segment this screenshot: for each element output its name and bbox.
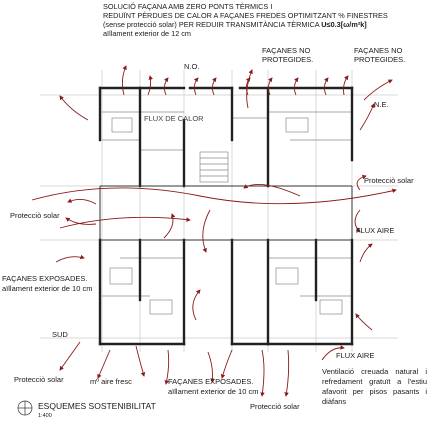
main-walls: [98, 86, 354, 346]
compass-icon: [17, 400, 33, 416]
label-proteccio-solar-bottom: Protecciò solar: [250, 402, 300, 411]
label-aillament-bottom: aïllament exterior de 10 cm: [168, 387, 259, 396]
label-proteccio-solar-bottom-left: Protecciò solar: [14, 375, 64, 384]
label-scale: 1:400: [38, 413, 52, 419]
label-flux-aire-right: FLUX AIRE: [356, 226, 395, 235]
label-sud: SUD: [52, 330, 68, 339]
label-ne: N.E.: [374, 100, 389, 109]
label-facanes-no-protegides-2: FAÇANES NO PROTEGIDES.: [354, 46, 406, 64]
header-line-1: SOLUCIÓ FAÇANA AMB ZERO PONTS TÈRMICS I: [103, 2, 273, 11]
flow-arrows: [31, 65, 397, 397]
label-facanes-exposades-left: FAÇANES EXPOSADES.: [2, 274, 88, 283]
label-no-top: N.O.: [184, 62, 200, 71]
corridor-walls: [99, 185, 353, 241]
label-flux-de-calor: FLUX DE CALOR: [144, 114, 204, 123]
label-aillament-left: aïllament exterior de 10 cm: [2, 284, 93, 293]
transmittance-value: U≤0.3[ω/m²k]: [321, 20, 367, 29]
label-ventilacio: Ventilació creuada natural i refredament…: [322, 367, 427, 406]
label-proteccio-solar-right: Protecciò solar: [364, 176, 414, 185]
label-facanes-no-protegides-1: FAÇANES NO PROTEGIDES.: [262, 46, 314, 64]
label-facanes-exposades-bottom: FAÇANES EXPOSADES.: [168, 377, 254, 386]
header-line-4: aïllament exterior de 12 cm: [103, 29, 192, 38]
header-line-2: REDUÏNT PÈRDUES DE CALOR A FAÇANES FREDE…: [103, 11, 388, 20]
label-esquemes-sostenibilitat: ESQUEMES SOSTENIBILITAT: [38, 401, 156, 411]
label-m-aire-fresc: mº aire fresc: [90, 377, 132, 386]
label-proteccio-solar-left: Protecciò solar: [10, 211, 60, 220]
header-line-3: (sense protecció solar) PER REDUIR TRANS…: [103, 20, 367, 29]
interior-partitions: [102, 111, 352, 315]
label-flux-aire-bottom: FLUX AIRE: [336, 351, 375, 360]
